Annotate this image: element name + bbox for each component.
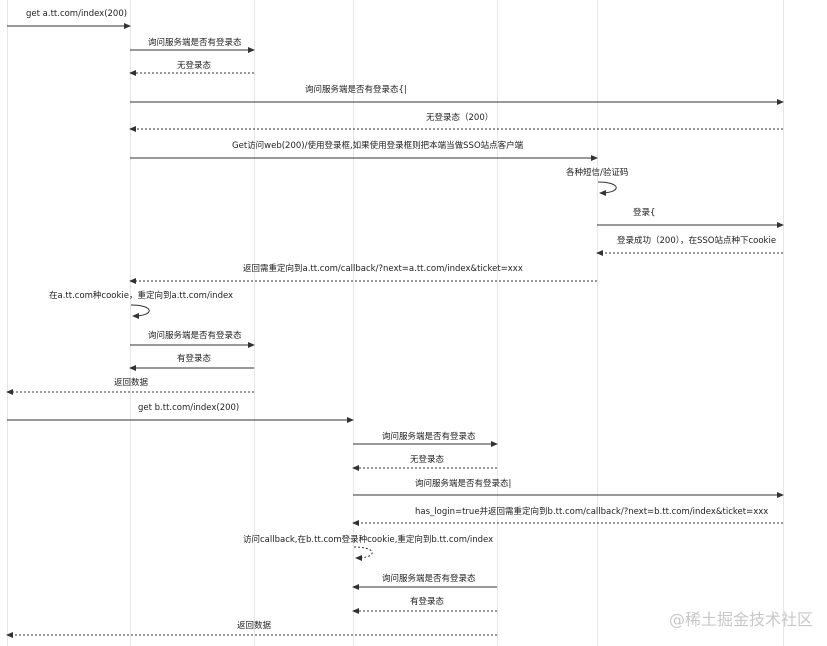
- lifeline-browser: [7, 0, 8, 646]
- lifeline-b-server: [497, 0, 498, 646]
- message-label: 有登录态: [177, 354, 212, 364]
- arrow-7-self: [597, 181, 617, 196]
- message-label: 返回需重定向到a.tt.com/callback/?next=a.tt.com/…: [243, 264, 523, 274]
- message-label: 返回数据: [114, 378, 149, 388]
- message-label: 询问服务端是否有登录态: [382, 432, 476, 442]
- message-label: 访问callback,在b.tt.com登录种cookie,重定向到b.tt.c…: [243, 535, 494, 545]
- lifeline-a-web: [130, 0, 131, 646]
- lifeline-sso-web: [597, 0, 598, 646]
- message-label: 无登录态: [410, 455, 445, 465]
- message-label: get a.tt.com/index(200): [26, 9, 128, 19]
- message-label: 登录成功（200），在SSO站点种下cookie: [617, 236, 777, 246]
- message-label: 返回数据: [237, 621, 272, 631]
- message-label: 无登录态（200）: [426, 113, 494, 123]
- message-label: 询问服务端是否有登录态: [148, 331, 242, 341]
- message-label: 询问服务端是否有登录态{|: [305, 85, 407, 95]
- arrow-11-self: [130, 304, 150, 319]
- message-label: 无登录态: [177, 61, 212, 71]
- message-label: get b.tt.com/index(200): [138, 403, 240, 413]
- arrow-20-self: [353, 546, 373, 561]
- lifeline-b-web: [353, 0, 354, 646]
- message-label: 有登录态: [410, 597, 445, 607]
- message-label: 在a.tt.com种cookie，重定向到a.tt.com/index: [49, 291, 234, 301]
- message-label: 各种短信/验证码: [566, 168, 629, 178]
- lifeline-sso-server: [783, 0, 784, 646]
- message-label: 询问服务端是否有登录态|: [415, 479, 512, 489]
- message-label: 询问服务端是否有登录态: [382, 574, 476, 584]
- lifeline-a-server: [254, 0, 255, 646]
- watermark: @稀土掘金技术社区: [668, 610, 813, 629]
- message-label: Get访问web(200)/使用登录框,如果使用登录框则把本端当做SSO站点客户…: [232, 141, 524, 151]
- message-label: 登录{: [633, 208, 656, 218]
- message-label: has_login=true并返回需重定向到b.tt.com/callback/…: [415, 507, 769, 517]
- message-label: 询问服务端是否有登录态: [148, 38, 242, 48]
